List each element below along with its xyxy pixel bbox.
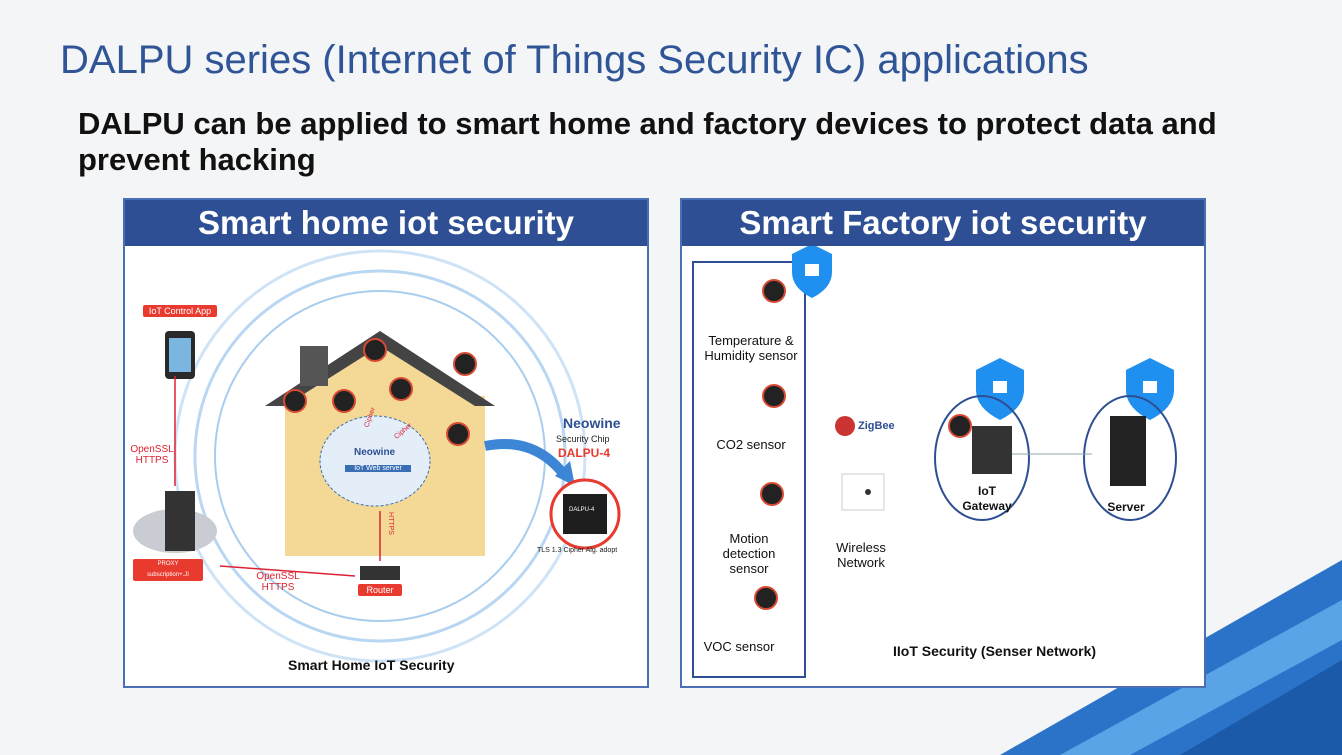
router-label: Router	[358, 584, 402, 596]
https-vertical-label: HTTPS	[386, 512, 394, 535]
smart-factory-caption: IIoT Security (Senser Network)	[893, 643, 1097, 659]
dalpu-model-label: DALPU-4	[558, 446, 611, 460]
proxy-label: PROXY subscription+.JI	[133, 559, 203, 581]
wireless-network-label: Wireless Network	[836, 540, 886, 570]
smart-factory-header: Smart Factory iot security	[682, 200, 1204, 246]
neowine-logo-small: Neowine	[354, 447, 396, 458]
security-chip-label: Security Chip	[556, 434, 610, 444]
openssl-https-label-1: OpenSSL HTTPS	[130, 444, 174, 466]
sensor-motion-label: Motion detection sensor	[722, 531, 776, 576]
smart-home-caption: Smart Home IoT Security	[288, 657, 455, 673]
sensor-co2-label: CO2 sensor	[716, 437, 786, 452]
slide-subtitle: DALPU can be applied to smart home and f…	[78, 106, 1217, 177]
web-server-label: IoT Web server	[345, 465, 411, 472]
shield-icon	[792, 246, 832, 298]
iot-gateway-label: IoT Gateway	[962, 484, 1012, 513]
sensor-voc-label: VOC sensor	[703, 639, 775, 654]
smart-home-header: Smart home iot security	[125, 200, 647, 246]
slide-title: DALPU series (Internet of Things Securit…	[60, 38, 1089, 82]
smart-factory-diagram	[692, 246, 1177, 678]
chip-marking: DALPU-4	[569, 507, 595, 513]
sensor-temp-humidity-label: Temperature & Humidity sensor	[704, 333, 798, 363]
server-label: Server	[1107, 500, 1145, 514]
neowine-logo: Neowine	[563, 415, 621, 431]
iot-control-app-label: IoT Control App	[143, 305, 217, 317]
smart-home-diagram	[133, 249, 621, 663]
openssl-https-label-2: OpenSSL HTTPS	[256, 571, 300, 593]
tls-note: TLS 1.3 Cipher Alg. adopt	[537, 547, 618, 554]
zigbee-label: ZigBee	[858, 420, 895, 432]
